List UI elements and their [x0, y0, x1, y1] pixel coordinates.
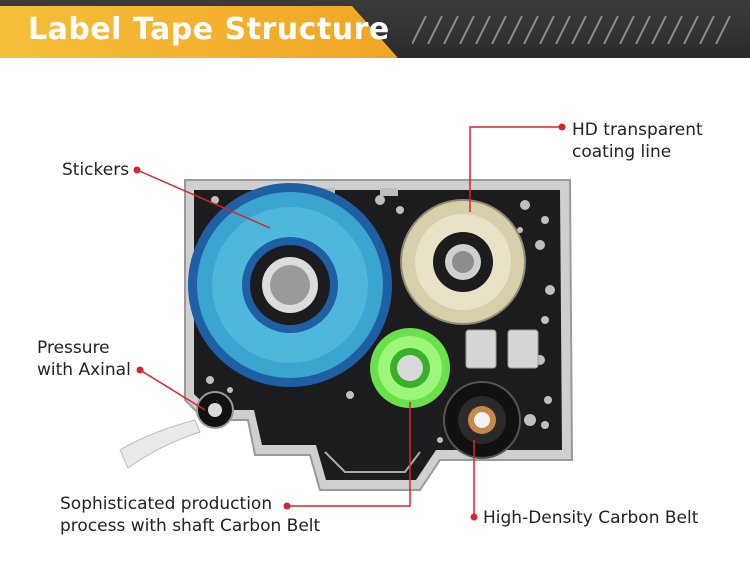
label-hd-transparent-line2: coating line [572, 142, 672, 162]
pressure-roller [196, 391, 234, 429]
header-bar: Label Tape Structure [0, 0, 750, 58]
tape-strip [119, 419, 201, 469]
label-process-line1: Sophisticated production [60, 494, 273, 514]
blue-sticker-reel [188, 183, 392, 387]
label-process-line2: process with shaft Carbon Belt [60, 516, 321, 536]
pressure-callout-line [139, 369, 206, 411]
carbon-belt-reel [443, 381, 521, 459]
decorative-stripes [412, 15, 731, 44]
transparent-coating-reel [400, 199, 526, 325]
pressure-callout-dot [136, 366, 144, 374]
process-callout-line [287, 402, 411, 507]
label-hd-transparent-line1: HD transparent [572, 120, 703, 140]
hd-callout-line [469, 126, 562, 212]
label-pressure-line1: Pressure [37, 338, 110, 358]
label-carbon-belt: High-Density Carbon Belt [483, 508, 699, 528]
label-pressure-line2: with Axinal [37, 360, 131, 380]
carbon-callout-dot [470, 513, 478, 521]
title-banner [0, 6, 398, 58]
hd-callout-dot [558, 123, 566, 131]
green-ribbon-reel [370, 328, 450, 408]
process-callout-dot [283, 502, 291, 510]
stickers-callout-line [136, 169, 271, 229]
page-title: Label Tape Structure [28, 12, 390, 47]
stickers-callout-dot [133, 166, 141, 174]
label-stickers: Stickers [62, 160, 130, 180]
